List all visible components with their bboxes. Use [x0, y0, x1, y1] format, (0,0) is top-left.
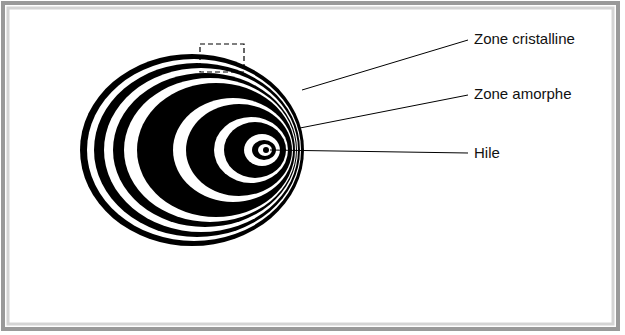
ring [113, 73, 297, 227]
frame-shadow [8, 8, 613, 324]
ring [104, 68, 298, 232]
ring [87, 59, 301, 241]
detail-frame [200, 44, 244, 72]
hilum-dot [263, 147, 269, 153]
part-label: Zone cristalline [474, 30, 575, 48]
ring [94, 63, 300, 237]
leader-line [302, 40, 468, 90]
leader-lines [270, 40, 468, 153]
part-label: Hile [474, 144, 500, 162]
part-label: Zone amorphe [474, 85, 572, 103]
hilum [258, 144, 272, 156]
leader-line [270, 150, 468, 153]
frame [3, 3, 618, 329]
leader-line [300, 95, 468, 128]
